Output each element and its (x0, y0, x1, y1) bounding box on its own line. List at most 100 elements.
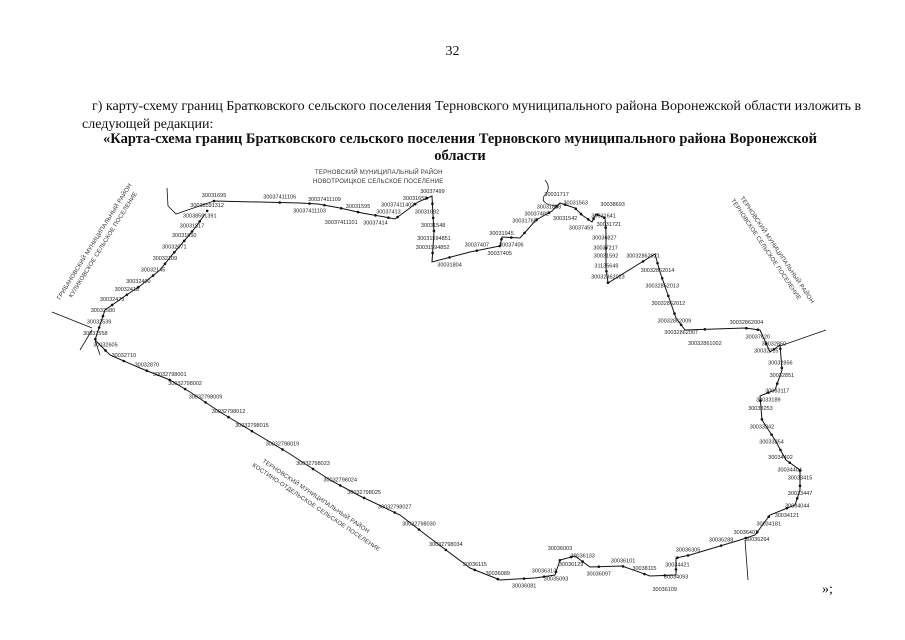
boundary-point-marker (523, 231, 526, 235)
boundary-point-label: 30032798009 (189, 394, 223, 400)
boundary-point-label: 30037406 (499, 243, 523, 249)
boundary-point-label: 30032071 (162, 244, 186, 250)
boundary-point-marker (798, 484, 802, 488)
boundary-point-marker (168, 378, 172, 382)
boundary-point-marker (686, 554, 690, 557)
neighbor-line-top-left (166, 187, 215, 215)
boundary-point-marker (94, 337, 97, 341)
boundary-point-label: 30034044 (785, 503, 809, 509)
boundary-point-label: 30034181 (757, 522, 781, 528)
boundary-point-label: 30031695 (202, 193, 226, 199)
boundary-point-marker (674, 568, 678, 571)
boundary-point-marker (558, 558, 562, 562)
neighbor-top-settlement: НОВОТРОИЦКОЕ СЕЛЬСКОЕ ПОСЕЛЕНИЕ (313, 179, 443, 185)
boundary-point-marker (393, 511, 397, 514)
boundary-point-marker (101, 314, 105, 318)
boundary-point-marker (673, 312, 676, 315)
boundary-point-marker (417, 528, 421, 531)
boundary-point-label: 30036081 (512, 584, 536, 590)
boundary-point-label: 30032862013 (645, 283, 679, 289)
boundary-point-label: 30034121 (775, 513, 799, 519)
boundary-point-label: 30032798001 (153, 372, 187, 378)
boundary-point-marker (764, 342, 768, 345)
boundary-point-marker (522, 577, 526, 580)
boundary-point-marker (719, 544, 723, 547)
boundary-point-marker (772, 347, 776, 351)
boundary-point-marker (679, 323, 683, 327)
boundary-point-label: 30032400 (126, 279, 150, 285)
boundary-point-label: 30032862023 (591, 275, 625, 281)
boundary-point-label: 30036313 (532, 569, 556, 575)
boundary-point-marker (137, 285, 140, 289)
boundary-point-label: 30032109 (153, 256, 177, 262)
boundary-point-label: 30032798015 (235, 423, 269, 429)
boundary-point-marker (574, 207, 578, 211)
boundary-point-label: 30038693 (600, 202, 624, 208)
boundary-point-label: 30031592 (594, 253, 618, 259)
closing-quote: »; (822, 582, 833, 597)
boundary-point-label: 30032870 (135, 363, 159, 369)
neighbor-right-district: ТЕРНОВСКИЙ МУНИЦИПАЛЬНЫЙ РАЙОН (738, 195, 816, 305)
boundary-point-marker (676, 556, 679, 560)
boundary-point-marker (387, 216, 390, 219)
boundary-point-marker (759, 399, 762, 403)
boundary-point-marker (535, 218, 539, 221)
boundary-point-label: 30032798019 (266, 442, 300, 448)
boundary-point-marker (431, 216, 435, 220)
boundary-point-marker (110, 303, 114, 307)
boundary-point-marker (498, 244, 502, 248)
boundary-point-marker (795, 497, 799, 500)
boundary-point-label: 30037405 (488, 251, 512, 257)
boundary-point-label: 30036089 (486, 571, 510, 577)
boundary-point-marker (667, 294, 670, 298)
boundary-point-marker (744, 536, 748, 540)
boundary-point-label: 30037414 (363, 220, 387, 226)
boundary-point-label: 30031542 (553, 216, 577, 222)
neighbor-right-settlement: ТЕРНОВСКОЕ СЕЛЬСКОЕ ПОСЕЛЕНИЕ (729, 198, 801, 301)
boundary-point-label: 30033253 (748, 406, 772, 412)
boundary-point-label: 30031850 (172, 233, 196, 239)
boundary-point-marker (563, 203, 567, 206)
neighbor-bottom-district: ТЕРНОВСКИЙ МУНИЦИПАЛЬНЫЙ РАЙОН (261, 457, 371, 535)
boundary-point-marker (547, 211, 551, 214)
boundary-point-label: 30032798034 (429, 542, 463, 548)
boundary-point-label: 30032580 (91, 308, 115, 314)
boundary-point-label: 30032798012 (212, 409, 246, 415)
boundary-point-marker (798, 469, 802, 472)
boundary-point-marker (760, 418, 764, 421)
boundary-point-label: 30033447 (788, 491, 812, 497)
boundary-point-marker (204, 401, 207, 404)
boundary-point-label: 30032798023 (296, 461, 330, 467)
boundary-point-label: 30032850 (762, 341, 786, 347)
boundary-point-marker (643, 572, 646, 576)
boundary-point-label: 30031817 (180, 224, 204, 230)
boundary-point-marker (788, 461, 791, 464)
boundary-point-label: 30033415 (788, 476, 812, 482)
boundary-point-marker (448, 256, 451, 259)
boundary-point-label: 30032798030 (402, 522, 436, 528)
boundary-point-label: 30032856 (768, 360, 792, 366)
boundary-point-label: 30034421 (665, 563, 689, 569)
boundary-point-marker (605, 269, 608, 273)
boundary-point-marker (396, 215, 399, 219)
boundary-point-marker (281, 448, 284, 451)
boundary-point-label: 30037411109 (308, 197, 341, 203)
boundary-point-marker (311, 467, 315, 471)
boundary-point-marker (755, 530, 759, 534)
boundary-point-label: 30032715 (754, 349, 778, 355)
boundary-point-marker (339, 206, 343, 210)
boundary-point-marker (554, 570, 558, 574)
boundary-point-marker (145, 369, 149, 373)
boundary-point-marker (779, 347, 782, 351)
neighbor-label-right: ТЕРНОВСКИЙ МУНИЦИПАЛЬНЫЙ РАЙОН ТЕРНОВСКО… (729, 195, 816, 305)
boundary-point-marker (163, 262, 167, 266)
boundary-point-marker (362, 496, 366, 500)
boundary-point-label: 30036827 (592, 236, 616, 242)
boundary-point-label: 30037459 (569, 226, 593, 232)
boundary-point-label: 30033117 (765, 389, 789, 395)
boundary-point-label: 30033342 (750, 424, 774, 430)
boundary-point-label: 30037411103 (293, 209, 326, 215)
boundary-point-label: 30031548 (421, 223, 445, 229)
